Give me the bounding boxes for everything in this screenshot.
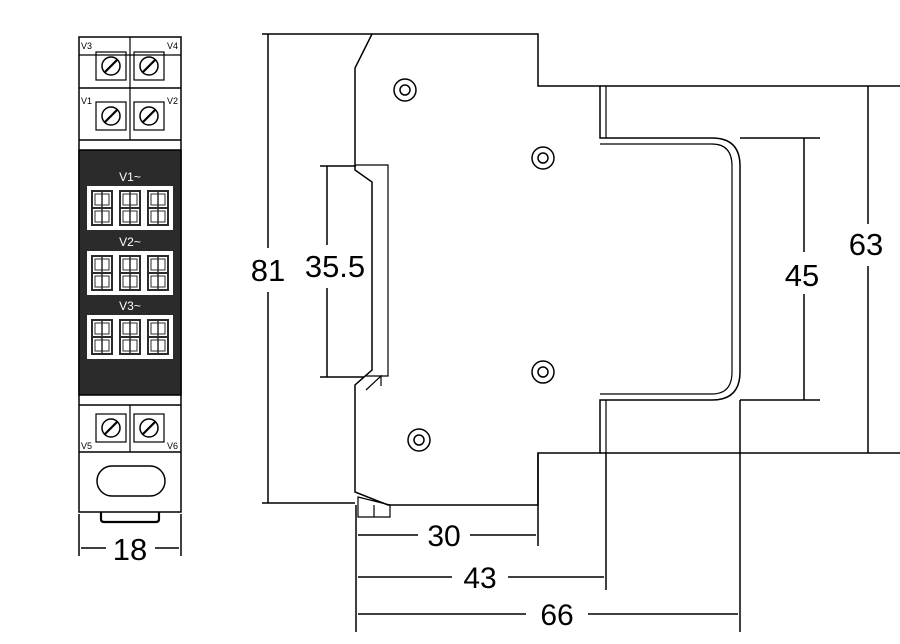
display-label-v1: V1~ [119, 170, 141, 184]
digit-cell [91, 319, 113, 355]
terminal-label-v2: V2 [167, 96, 178, 106]
terminal-box-v4 [133, 51, 165, 81]
digit-cell [91, 255, 113, 291]
dimension-height-45: 45 [785, 258, 819, 293]
terminal-label-v6: V6 [167, 441, 178, 451]
terminal-box-v6 [133, 413, 165, 443]
mounting-slot [96, 465, 166, 497]
terminal-label-v3: V3 [81, 41, 92, 51]
digit-cell [147, 255, 169, 291]
rivet-icon [407, 428, 431, 452]
terminal-label-v1: V1 [81, 96, 92, 106]
terminal-box-v3 [95, 51, 127, 81]
digit-cell [119, 255, 141, 291]
terminal-label-v5: V5 [81, 441, 92, 451]
dimension-depth-30: 30 [427, 520, 460, 553]
rivet-icon [531, 360, 555, 384]
screw-icon [101, 106, 121, 126]
dimension-height-81: 81 [251, 253, 285, 288]
screw-icon [101, 56, 121, 76]
digit-cell [147, 190, 169, 226]
digit-cell [91, 190, 113, 226]
screw-icon [101, 418, 121, 438]
terminal-box-v2 [133, 101, 165, 131]
dimension-width-18: 18 [113, 532, 147, 567]
side-view: 81 35.5 63 45 30 43 66 [251, 33, 900, 632]
rivet-icon [531, 146, 555, 170]
display-label-v2: V2~ [119, 235, 141, 249]
dimension-depth-66: 66 [540, 599, 573, 632]
side-body-outline [354, 33, 741, 506]
terminal-box-v1 [95, 101, 127, 131]
digit-cell [147, 319, 169, 355]
screw-icon [139, 106, 159, 126]
dimension-depth-43: 43 [463, 562, 496, 595]
terminal-label-v4: V4 [167, 41, 178, 51]
display-label-v3: V3~ [119, 299, 141, 313]
digit-cell [119, 319, 141, 355]
screw-icon [139, 56, 159, 76]
digit-cell [119, 190, 141, 226]
terminal-box-v5 [95, 413, 127, 443]
screw-icon [139, 418, 159, 438]
rivet-icon [393, 78, 417, 102]
dimension-height-63: 63 [849, 227, 883, 262]
dimension-rail-35-5: 35.5 [305, 249, 365, 284]
front-view: V3 V4 V1 V2 V1~ V2~ V3~ [78, 36, 182, 567]
rail-clip [99, 512, 161, 524]
display-digits [87, 186, 173, 359]
